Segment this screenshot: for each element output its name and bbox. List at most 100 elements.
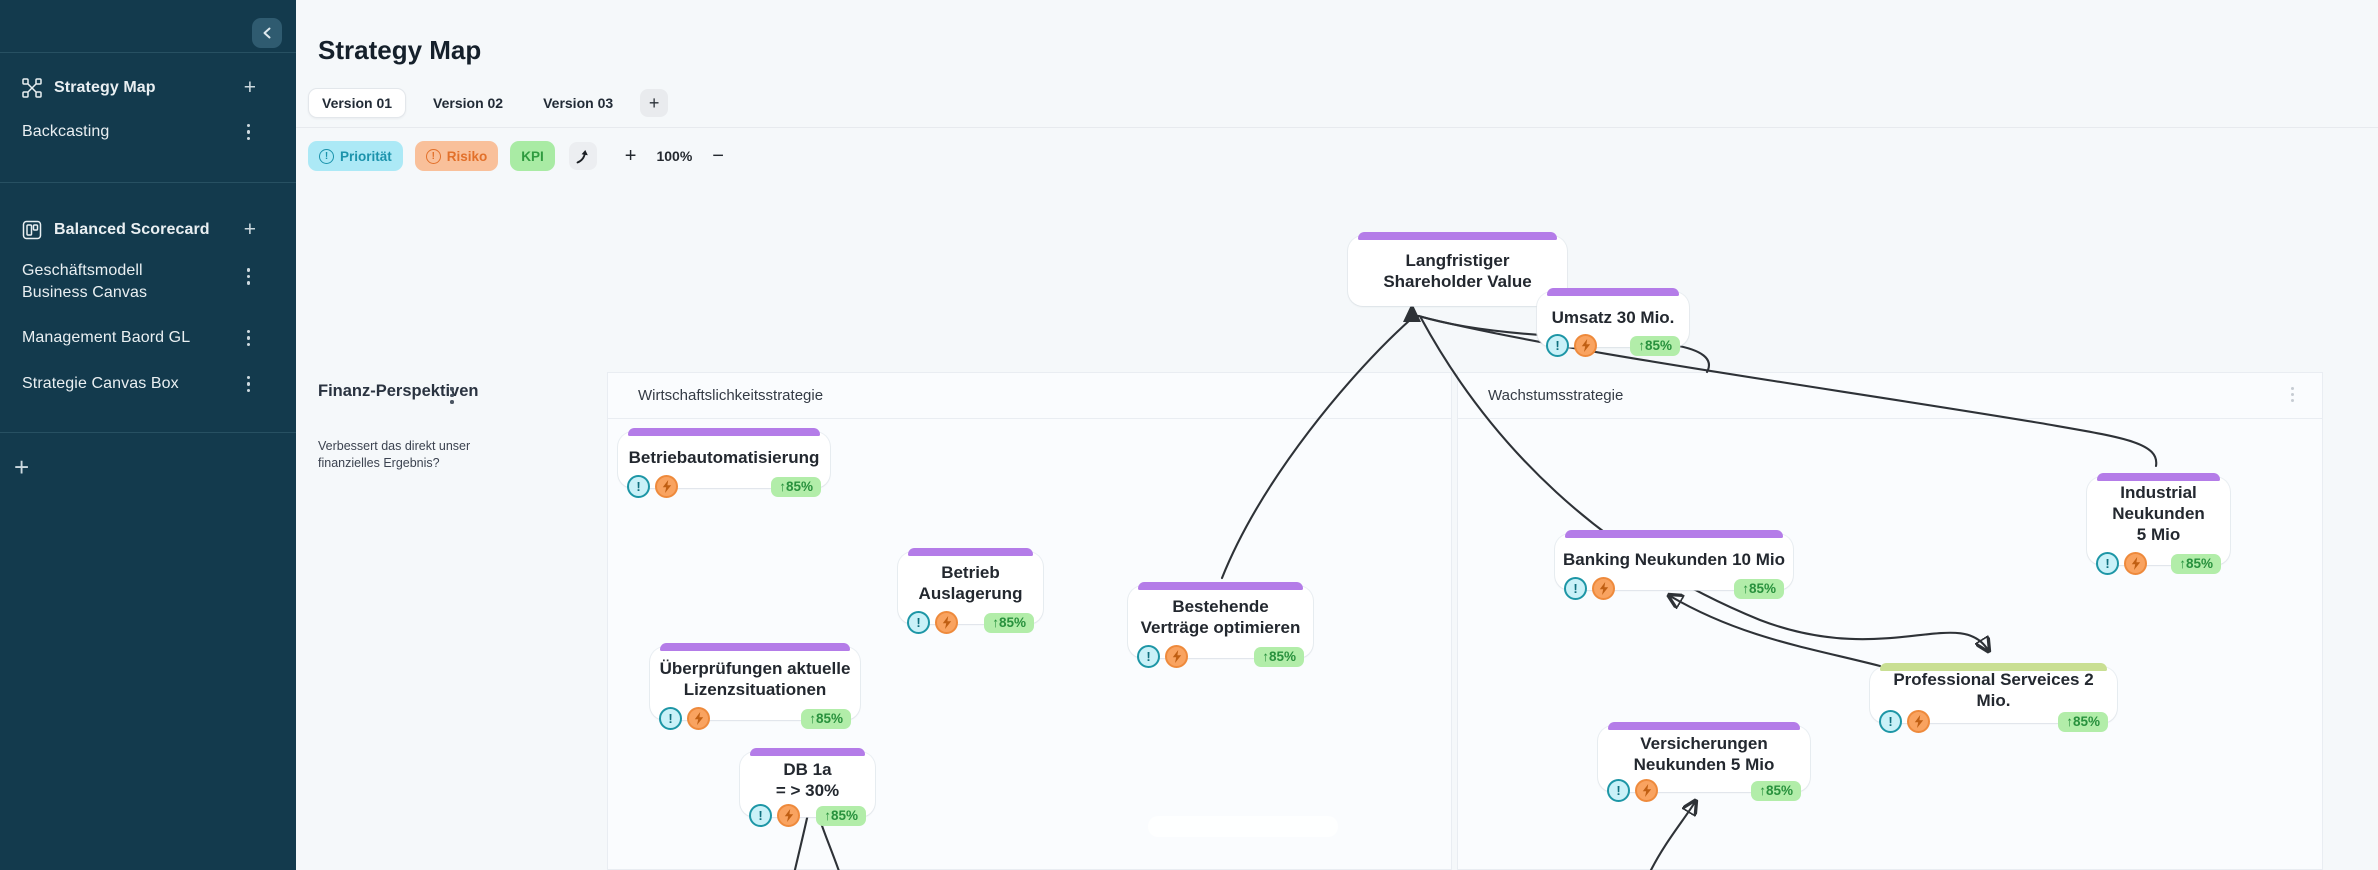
node-accent-bar	[908, 548, 1033, 556]
sidebar-item-management-board[interactable]: Management Baord GL	[0, 320, 296, 356]
lane-title: Wirtschaftslichkeitsstrategie	[638, 387, 824, 404]
kpi-badge[interactable]: ↑85%	[1254, 646, 1304, 667]
node-title: Umsatz 30 Mio.	[1551, 307, 1675, 327]
node-betrieb-auslagerung[interactable]: Betrieb Auslagerung ! ↑85%	[898, 548, 1043, 634]
strategie-canvas-menu-icon[interactable]	[243, 372, 255, 397]
priority-badge[interactable]: !	[2096, 552, 2119, 575]
sidebar-item-strategy-map[interactable]: Strategy Map +	[0, 70, 296, 106]
sidebar-item-label: Balanced Scorecard	[54, 221, 210, 238]
chevron-left-icon	[263, 27, 271, 39]
priority-filter-chip[interactable]: ! Priorität	[308, 141, 403, 171]
node-title: Industrial Neukunden 5 Mio	[2112, 482, 2205, 544]
perspective-title: Finanz-Perspektiven	[318, 382, 479, 400]
kpi-badge[interactable]: ↑85%	[2058, 711, 2108, 732]
balanced-scorecard-icon	[22, 220, 42, 240]
tab-version-01[interactable]: Version 01	[308, 88, 407, 118]
add-strategy-map-button[interactable]: +	[243, 76, 256, 99]
geschaeftsmodell-menu-icon[interactable]	[243, 264, 255, 289]
backcasting-menu-icon[interactable]	[243, 120, 255, 145]
tab-version-03[interactable]: Version 03	[543, 95, 614, 111]
node-industrial[interactable]: Industrial Neukunden 5 Mio ! ↑85%	[2087, 473, 2230, 575]
chip-label: Risiko	[446, 148, 488, 164]
priority-badge[interactable]: !	[627, 475, 650, 498]
node-accent-bar	[1880, 663, 2107, 671]
lane-header[interactable]: Wirtschaftslichkeitsstrategie	[608, 373, 1451, 419]
risk-badge[interactable]	[1635, 779, 1658, 802]
risk-filter-chip[interactable]: ! Risiko	[414, 141, 499, 171]
sidebar-item-label: Backcasting	[22, 123, 110, 140]
risk-badge[interactable]	[1907, 710, 1930, 733]
priority-badge[interactable]: !	[1137, 645, 1160, 668]
priority-icon: !	[319, 148, 334, 164]
risk-badge[interactable]	[1165, 645, 1188, 668]
sidebar-item-balanced-scorecard[interactable]: Balanced Scorecard +	[0, 212, 296, 248]
sidebar: Strategy Map + Backcasting Balanced Scor…	[0, 0, 296, 870]
lane-menu-icon[interactable]	[2291, 387, 2294, 402]
kpi-badge[interactable]: ↑85%	[1734, 578, 1784, 599]
lightning-icon	[694, 712, 703, 725]
node-umsatz[interactable]: Umsatz 30 Mio. ! ↑85%	[1537, 288, 1689, 357]
priority-badge[interactable]: !	[659, 707, 682, 730]
kpi-badge[interactable]: ↑85%	[2171, 553, 2221, 574]
add-version-button[interactable]: +	[640, 89, 669, 117]
risk-badge[interactable]	[655, 475, 678, 498]
node-professional-services[interactable]: Professional Serveices 2 Mio. ! ↑85%	[1870, 663, 2117, 733]
risk-badge[interactable]	[2124, 552, 2147, 575]
node-title: DB 1a = > 30%	[775, 759, 840, 800]
ghost-node[interactable]	[1148, 816, 1338, 837]
node-title: Langfristiger Shareholder Value	[1383, 251, 1532, 291]
kpi-badge[interactable]: ↑85%	[1630, 335, 1680, 356]
priority-badge[interactable]: !	[1607, 779, 1630, 802]
node-betriebautomatisierung[interactable]: Betriebautomatisierung ! ↑85%	[618, 428, 830, 498]
sidebar-item-geschaeftsmodell[interactable]: Geschäftsmodell Business Canvas	[0, 258, 296, 306]
node-accent-bar	[1608, 722, 1800, 730]
node-accent-bar	[750, 748, 865, 756]
page-title: Strategy Map	[318, 35, 482, 66]
risk-badge[interactable]	[777, 804, 800, 827]
priority-badge[interactable]: !	[1546, 334, 1569, 357]
chip-label: KPI	[521, 148, 544, 164]
node-bestehende-vertraege[interactable]: Bestehende Verträge optimieren ! ↑85%	[1128, 582, 1313, 668]
kpi-badge[interactable]: ↑85%	[816, 805, 866, 826]
node-accent-bar	[1565, 530, 1783, 538]
sidebar-add-button[interactable]: +	[14, 452, 30, 482]
priority-badge[interactable]: !	[1879, 710, 1902, 733]
kpi-badge[interactable]: ↑85%	[801, 708, 851, 729]
sidebar-item-label: Strategie Canvas Box	[22, 375, 179, 392]
node-accent-bar	[1547, 288, 1679, 296]
risk-badge[interactable]	[935, 611, 958, 634]
sidebar-item-backcasting[interactable]: Backcasting	[0, 114, 296, 150]
risk-badge[interactable]	[1574, 334, 1597, 357]
node-banking[interactable]: Banking Neukunden 10 Mio ! ↑85%	[1555, 530, 1793, 600]
strategy-map-icon	[22, 78, 42, 98]
lane-header[interactable]: Wachstumsstrategie	[1458, 373, 2322, 419]
risk-badge[interactable]	[687, 707, 710, 730]
perspective-menu-icon[interactable]	[450, 387, 454, 404]
sidebar-divider	[0, 52, 296, 53]
kpi-badge[interactable]: ↑85%	[1751, 780, 1801, 801]
priority-badge[interactable]: !	[1564, 577, 1587, 600]
risk-badge[interactable]	[1592, 577, 1615, 600]
node-ueberpruefungen[interactable]: Überprüfungen aktuelle Lizenzsituationen…	[650, 643, 860, 730]
sidebar-collapse-button[interactable]	[252, 18, 282, 48]
connector-tool-button[interactable]	[568, 142, 597, 170]
zoom-in-button[interactable]: +	[624, 145, 637, 167]
priority-badge[interactable]: !	[907, 611, 930, 634]
kpi-badge[interactable]: ↑85%	[771, 476, 821, 497]
zoom-controls: + 100% −	[625, 146, 724, 166]
chip-label: Priorität	[340, 148, 392, 164]
kpi-filter-chip[interactable]: KPI	[510, 141, 555, 171]
lane-title: Wachstumsstrategie	[1488, 387, 1624, 404]
node-shareholder-value[interactable]: Langfristiger Shareholder Value	[1348, 232, 1567, 306]
tab-version-02[interactable]: Version 02	[433, 95, 504, 111]
management-board-menu-icon[interactable]	[243, 326, 255, 351]
kpi-badge[interactable]: ↑85%	[984, 612, 1034, 633]
node-title: Bestehende Verträge optimieren	[1140, 596, 1301, 637]
priority-badge[interactable]: !	[749, 804, 772, 827]
zoom-level: 100%	[656, 148, 693, 164]
node-versicherungen[interactable]: Versicherungen Neukunden 5 Mio ! ↑85%	[1598, 722, 1810, 802]
sidebar-item-strategie-canvas[interactable]: Strategie Canvas Box	[0, 366, 296, 402]
node-db1a[interactable]: DB 1a = > 30% ! ↑85%	[740, 748, 875, 827]
zoom-out-button[interactable]: −	[712, 145, 724, 167]
add-scorecard-button[interactable]: +	[243, 218, 256, 241]
